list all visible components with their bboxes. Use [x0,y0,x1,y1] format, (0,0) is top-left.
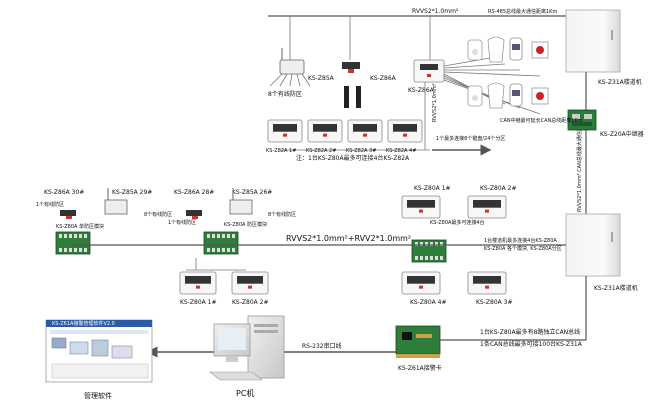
smoke-detector-icon [487,82,505,109]
alarm-card [395,325,441,358]
top-bus-label-left: RVVS2*1.0mm² [412,8,459,15]
green-boards-group [55,231,447,263]
top-vertical-wire-label: RVVS2*1.0mm² [432,83,438,122]
pc-computer [209,315,285,381]
right-units-group: KS-Z80A 1# KS-Z80A 2# KS-Z80A 4# KS-Z80A 3# [401,185,517,306]
host-unit [347,119,383,143]
unit-label: KS-Z85A 29# [112,189,152,196]
pir-detector-icon [467,39,483,61]
pir-detector-icon [509,83,523,107]
unit-label: KS-Z82A 2# [306,148,336,154]
magnet-detector-left [60,210,76,219]
vertical-bus-label: RVVS2*1.0mm² CAN总线最大通信距离2Km [576,110,583,212]
right-board-note: KS-Z80A最多可连接4台 [430,219,485,226]
detectors-label: KS-Z86A [370,75,397,82]
host-unit [307,119,343,143]
can-note: 1台KS-Z80A最多有8路独立CAN总线 [480,328,580,336]
zone-notes-group: 1个有线防区 8个有线防区 1个有线防区 8个有线防区 [36,201,296,226]
left-devices-group: KS-Z86A 30# KS-Z85A 29# KS-Z86A 28# KS-Z85A… [44,189,272,196]
zone-note: 8个有线防区 [268,211,296,218]
top-bus-label-right: RS-485总线最大通信距离1Km [488,8,557,15]
software-window [45,319,153,383]
keypad-unit [179,271,217,295]
right-board-note: KS-Z80A 各个模块, KS-Z80A分区 [484,245,562,252]
unit-label: KS-Z82A 4# [386,148,416,154]
unit-label: KS-Z82A 1# [266,148,296,154]
building-top-label: KS-Z31A楼道机 [598,78,642,86]
unit-label: KS-Z80A 1# [180,299,217,306]
can-note: 1条CAN总线最多可接100台KS-Z31A [480,340,583,348]
unit-label: KS-Z80A 2# [480,185,517,192]
keypad-unit [467,195,507,219]
software-label: 管理软件 [84,391,112,400]
zone-note: 1个有线防区 [168,219,196,226]
building-bottom-label: KS-Z31A楼道机 [594,284,638,292]
pir-detector-icon [467,85,483,107]
magnet-detector-mid [186,210,202,219]
unit-label: KS-Z80A 2# [232,299,269,306]
software-title: KS-Z61A接警管理软件V2.0 [52,320,115,327]
host-note: 注：1台KS-Z80A最多可连接4台KS-Z82A [296,154,410,162]
magnet-detector [342,62,360,73]
panic-button-icon [531,87,549,105]
keypad-unit [231,271,269,295]
pir-detector-icon [509,37,523,61]
building-cabinet-top [565,9,621,73]
module-label: KS-Z80A 单防区模块 [56,223,104,230]
unit-label: KS-Z85A 26# [232,189,272,196]
pc-label: PC机 [236,388,254,398]
relay-note: CAN中继最可延长CAN总线距离1Km [500,117,583,124]
keypad-unit [401,271,441,295]
terminal-board [411,239,447,263]
terminal-board [55,231,91,255]
panic-button-icon [531,41,549,59]
zone-note: 1个有线防区 [36,201,64,208]
relay-label: KS-Z20A中继器 [600,130,644,138]
terminal-board [203,231,239,255]
card-label: KS-Z61A接警卡 [398,364,442,372]
siren-mid [229,188,253,215]
unit-label: KS-Z80A 3# [476,299,513,306]
siren-left [104,188,128,215]
siren-caption: 8个有线防区 [268,90,302,98]
host-units-group: KS-Z82A 1# KS-Z82A 2# KS-Z82A 3# KS-Z82A 4# [266,119,423,154]
middle-bus-label: RVVS2*1.0mm²+RVV2*1.0mm² [286,234,411,243]
host-unit [267,119,303,143]
module-label: KS-Z80A 防区模块 [224,221,267,228]
building-cabinet-bottom [565,213,621,277]
siren-device [269,48,311,87]
siren-label: KS-Z85A [308,75,335,82]
unit-label: KS-Z80A 4# [410,299,447,306]
relay-board [567,109,597,131]
lower-units-group: KS-Z80A 1# KS-Z80A 2# [179,271,269,306]
host-unit [387,119,423,143]
keypad-label: KS-Z86A [408,87,435,94]
beam-detector-icon [344,86,361,108]
zone-note: 8个有线防区 [144,211,172,218]
unit-label: KS-Z82A 3# [346,148,376,154]
side-note: 1个最多连接8个键盘/24个分区 [436,135,505,142]
unit-label: KS-Z80A 1# [414,185,451,192]
smoke-detector-icon [487,36,505,63]
keypad-device [413,59,445,83]
serial-label: RS-232串口线 [302,342,342,350]
unit-label: KS-Z86A 30# [44,189,84,196]
right-board-note: 1台楼道机最多连接4台KS-Z80A [484,237,557,244]
keypad-unit [401,195,441,219]
unit-label: KS-Z86A 28# [174,189,214,196]
keypad-unit [467,271,507,295]
